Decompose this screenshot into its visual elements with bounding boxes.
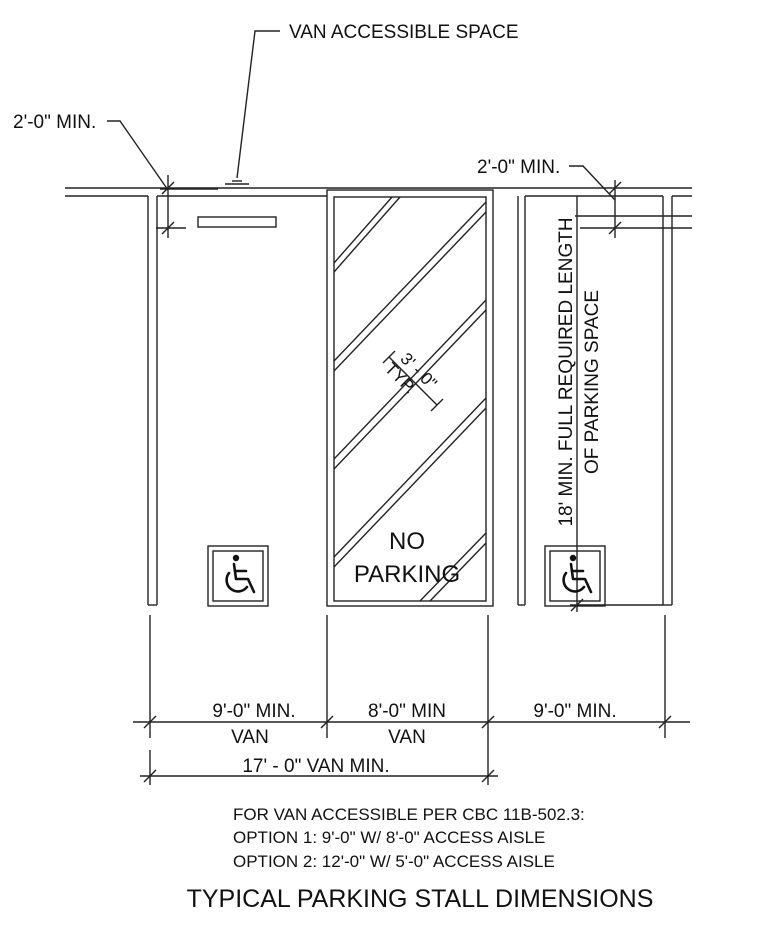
- stall-stripe-right: [662, 196, 673, 606]
- length-note-line1: 18' MIN. FULL REQUIRED LENGTH: [556, 217, 577, 526]
- aisle-van-label: VAN: [388, 727, 426, 748]
- wheelchair-icon: [562, 554, 593, 594]
- aisle-width-label: 8'-0" MIN: [368, 701, 446, 722]
- no-parking-label-line1: NO: [389, 528, 425, 555]
- notes-line1: FOR VAN ACCESSIBLE PER CBC 11B-502.3:: [233, 805, 585, 824]
- stall-stripe-left: [147, 196, 158, 606]
- van-accessible-leader: [225, 30, 280, 185]
- notes-line2: OPTION 1: 9'-0" W/ 8'-0" ACCESS AISLE: [233, 828, 545, 847]
- no-parking-label-line2: PARKING: [354, 561, 460, 588]
- wheelchair-icon: [225, 554, 256, 594]
- drawing-title: TYPICAL PARKING STALL DIMENSIONS: [187, 885, 654, 913]
- right-space-width-label: 9'-0" MIN.: [533, 701, 616, 722]
- left-space-width-label: 9'-0" MIN.: [212, 701, 295, 722]
- access-aisle-hatch: [334, 197, 486, 601]
- width-dimension-line: [133, 715, 690, 729]
- overall-dimension-line: [140, 769, 498, 783]
- notes-line3: OPTION 2: 12'-0" W/ 5'-0" ACCESS AISLE: [233, 852, 555, 871]
- van-accessible-space-label: VAN ACCESSIBLE SPACE: [289, 22, 519, 43]
- length-note-line2: OF PARKING SPACE: [582, 290, 603, 474]
- curb-line: [65, 187, 692, 197]
- clearance-right-dimension: [569, 165, 692, 238]
- clearance-left-label: 2'-0" MIN.: [13, 112, 96, 133]
- clearance-left-dimension: [107, 120, 218, 238]
- dimension-extension-lines: [149, 615, 666, 785]
- clearance-right-label: 2'-0" MIN.: [477, 157, 560, 178]
- left-space-van-label: VAN: [231, 727, 269, 748]
- stall-stripe-center-right: [517, 196, 526, 606]
- stripe-spacing-dimension: [382, 350, 444, 412]
- overall-width-label: 17' - 0" VAN MIN.: [242, 756, 389, 777]
- curb-sign-marker: [197, 216, 277, 228]
